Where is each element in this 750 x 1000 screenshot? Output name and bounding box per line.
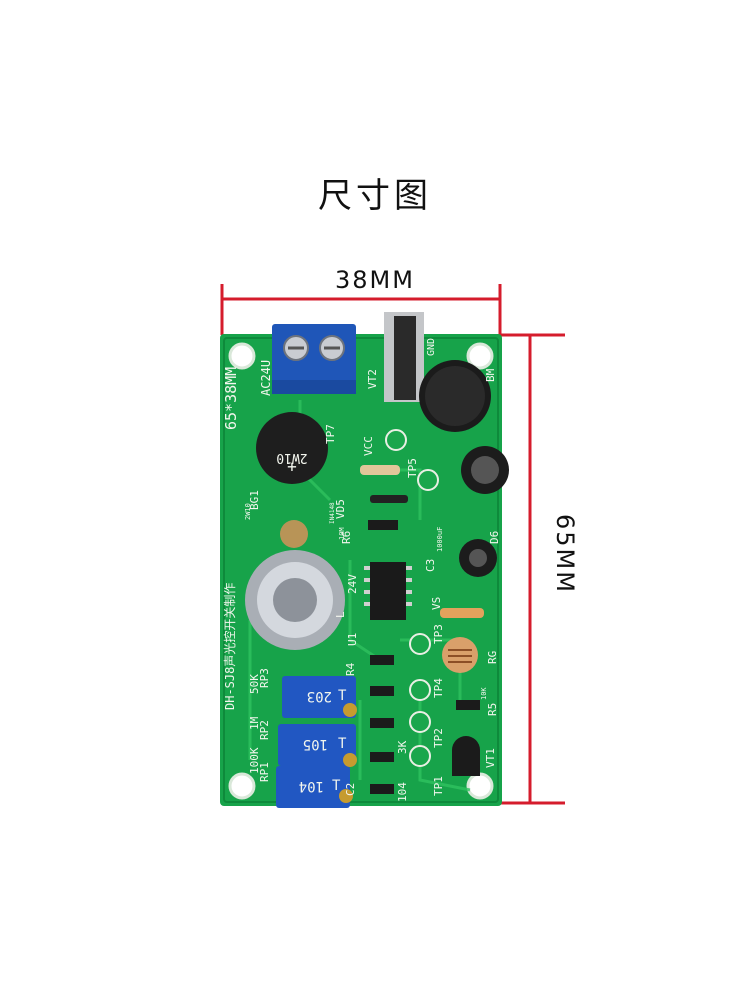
trimmer-code-1: 203 [307, 688, 332, 704]
width-dimension-label: 38MM [335, 266, 415, 294]
ic-chip [364, 562, 412, 620]
silk-u1: U1 [346, 633, 359, 646]
bridge-marking: 2W10 [276, 450, 307, 465]
silk-d6: D6 [488, 531, 501, 544]
silk-1m: 1M [248, 716, 261, 730]
bridge-plus-mark: + [287, 457, 297, 476]
silk-bm: BM [484, 368, 497, 382]
silk-input: AC24U [259, 360, 273, 396]
trimmer-potentiometers: 203 T 105 T 104 T [276, 676, 357, 808]
silk-3k: 3K [396, 740, 409, 754]
trimmer-mark-3: T [332, 778, 341, 794]
silk-10k: 10K [480, 687, 488, 700]
silk-r6: R6 [340, 531, 353, 544]
silk-c3: C3 [424, 559, 437, 572]
silk-bg1: BG1 [248, 490, 261, 510]
electrolytic-capacitor-2 [459, 539, 497, 577]
bridge-rectifier: 2W10 + [256, 412, 328, 484]
silk-tp4: TP4 [432, 678, 445, 698]
silk-rg: RG [486, 651, 499, 664]
silk-rp3: RP3 [258, 668, 271, 688]
silk-tp1: TP1 [432, 776, 445, 796]
silk-tp3: TP3 [432, 624, 445, 644]
silk-2w10: 2W10 [244, 503, 252, 520]
terminal-block [272, 324, 356, 394]
heatsink-nut [245, 520, 345, 650]
photoresistor [442, 637, 478, 673]
silk-vt2: VT2 [366, 369, 379, 389]
silkscreen: 65*38MM DH-SJ8声光控开关制作 AC24U VT2 GND BM T… [222, 338, 501, 802]
silk-vs: VS [430, 597, 443, 610]
silk-10m: 10M [338, 527, 346, 540]
silk-gnd: GND [426, 338, 437, 356]
page-title: 尺寸图 [318, 176, 432, 216]
trimmer-mark-2: T [338, 736, 347, 752]
silk-24v: 24V [346, 574, 359, 594]
silk-product: DH-SJ8声光控开关制作 [223, 583, 237, 710]
silk-tp5: TP5 [406, 458, 419, 478]
trimmer-code-3: 104 [299, 778, 324, 794]
silk-l: L [334, 611, 347, 618]
silk-tp2: TP2 [432, 728, 445, 748]
silk-tp7: TP7 [324, 424, 337, 444]
silk-size: 65*38MM [222, 367, 240, 430]
trimmer-code-2: 105 [303, 736, 328, 752]
silk-100k: 100K [248, 747, 261, 774]
silk-vt1: VT1 [484, 748, 497, 768]
dimension-lines [220, 284, 565, 805]
power-transistor [384, 312, 424, 402]
silk-c2: C2 [344, 783, 357, 796]
silk-rp1: RP1 [258, 762, 271, 782]
silk-104: 104 [396, 782, 409, 802]
silk-r4: R4 [344, 662, 357, 676]
silk-in4148: IN4148 [329, 502, 336, 524]
mounting-holes [228, 342, 494, 800]
trimmer-mark-1: T [338, 688, 347, 704]
signal-transistor [452, 736, 480, 776]
silk-r5: R5 [486, 703, 499, 716]
silk-1000uf: 1000uF [436, 527, 444, 552]
electrolytic-capacitor-1 [461, 446, 509, 494]
silk-vd5: VD5 [334, 499, 347, 519]
test-pads [385, 429, 439, 767]
silk-rp2: RP2 [258, 720, 271, 740]
microphone [419, 360, 491, 432]
silk-50k: 50K [248, 674, 261, 694]
silk-vcc: VCC [362, 436, 375, 456]
small-components [360, 465, 484, 794]
